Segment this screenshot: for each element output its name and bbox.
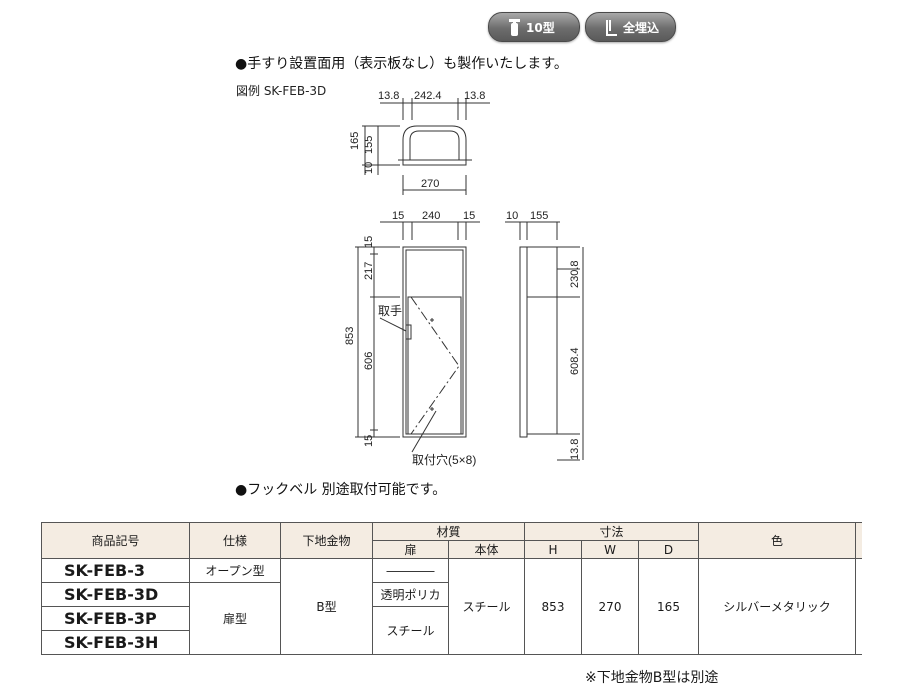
spec-cell: 扉型 xyxy=(189,582,281,655)
hook-bell-note: ●フックベル 別途取付可能です。 xyxy=(235,482,447,498)
dim-label: 242.4 xyxy=(414,90,442,102)
side-view xyxy=(505,221,584,461)
front-view xyxy=(355,221,480,453)
dim-label: 10 xyxy=(506,210,518,222)
dim-label: 606 xyxy=(363,352,375,370)
mount-hole-label: 取付穴(5×8) xyxy=(412,452,476,467)
header-color: 色 xyxy=(698,522,856,559)
product-code: SK-FEB-3P xyxy=(41,606,190,631)
dim-label: 10 xyxy=(363,162,375,174)
size-badge: 10型 xyxy=(488,12,580,42)
header-d: D xyxy=(638,540,699,559)
dim-label: 608.4 xyxy=(569,347,581,375)
recessed-mount-icon xyxy=(606,20,617,36)
technical-drawing: 13.8 242.4 13.8 165 155 10 270 15 240 15… xyxy=(344,90,584,467)
header-w: W xyxy=(581,540,639,559)
width-cell: 270 xyxy=(581,558,639,655)
table-edge xyxy=(855,558,862,655)
mount-badge: 全埋込 xyxy=(585,12,676,42)
door-material-cell: 透明ポリカ xyxy=(372,582,449,607)
body-material-cell: スチール xyxy=(448,558,525,655)
header-body: 本体 xyxy=(448,540,525,559)
base-hardware-cell: B型 xyxy=(280,558,373,655)
height-cell: 853 xyxy=(524,558,582,655)
depth-cell: 165 xyxy=(638,558,699,655)
size-badge-label: 10型 xyxy=(526,20,555,35)
header-h: H xyxy=(524,540,582,559)
dim-label: 13.8 xyxy=(569,439,581,460)
mount-badge-label: 全埋込 xyxy=(623,20,660,35)
header-spec: 仕様 xyxy=(189,522,281,559)
spec-cell: オープン型 xyxy=(189,558,281,583)
product-code: SK-FEB-3D xyxy=(41,582,190,607)
header-base-hardware: 下地金物 xyxy=(280,522,373,559)
dim-label: 270 xyxy=(421,178,439,190)
dim-label: 165 xyxy=(349,132,361,150)
footnote: ※下地金物B型は別途 xyxy=(585,670,719,686)
dim-label: 13.8 xyxy=(464,90,485,102)
dim-label: 240 xyxy=(422,210,440,222)
dim-label: 853 xyxy=(344,327,356,345)
dim-label: 13.8 xyxy=(378,90,399,102)
dim-label: 15 xyxy=(463,210,475,222)
dim-label: 230.8 xyxy=(569,260,581,288)
table-edge xyxy=(855,522,862,559)
door-material-cell: スチール xyxy=(372,606,449,655)
product-code: SK-FEB-3 xyxy=(41,558,190,583)
header-product-code: 商品記号 xyxy=(41,522,190,559)
header-dimensions: 寸法 xyxy=(524,522,699,541)
door-material-cell: ―――― xyxy=(372,558,449,583)
figure-caption: 図例 SK-FEB-3D xyxy=(236,84,327,98)
header-material: 材質 xyxy=(372,522,525,541)
header-door: 扉 xyxy=(372,540,449,559)
product-code: SK-FEB-3H xyxy=(41,630,190,655)
handle-label: 取手 xyxy=(378,304,402,318)
dim-label: 15 xyxy=(363,435,375,447)
dim-label: 15 xyxy=(392,210,404,222)
top-view xyxy=(362,98,490,195)
handrail-note: ●手すり設置面用（表示板なし）も製作いたします。 xyxy=(235,56,568,72)
extinguisher-icon xyxy=(509,19,520,36)
dim-label: 15 xyxy=(363,236,375,248)
dim-label: 155 xyxy=(530,210,548,222)
spec-table: 商品記号 仕様 下地金物 材質 寸法 色 扉 本体 H W D SK-FEB-3… xyxy=(41,522,862,655)
dim-label: 217 xyxy=(363,262,375,280)
color-cell: シルバーメタリック xyxy=(698,558,856,655)
dim-label: 155 xyxy=(363,136,375,154)
